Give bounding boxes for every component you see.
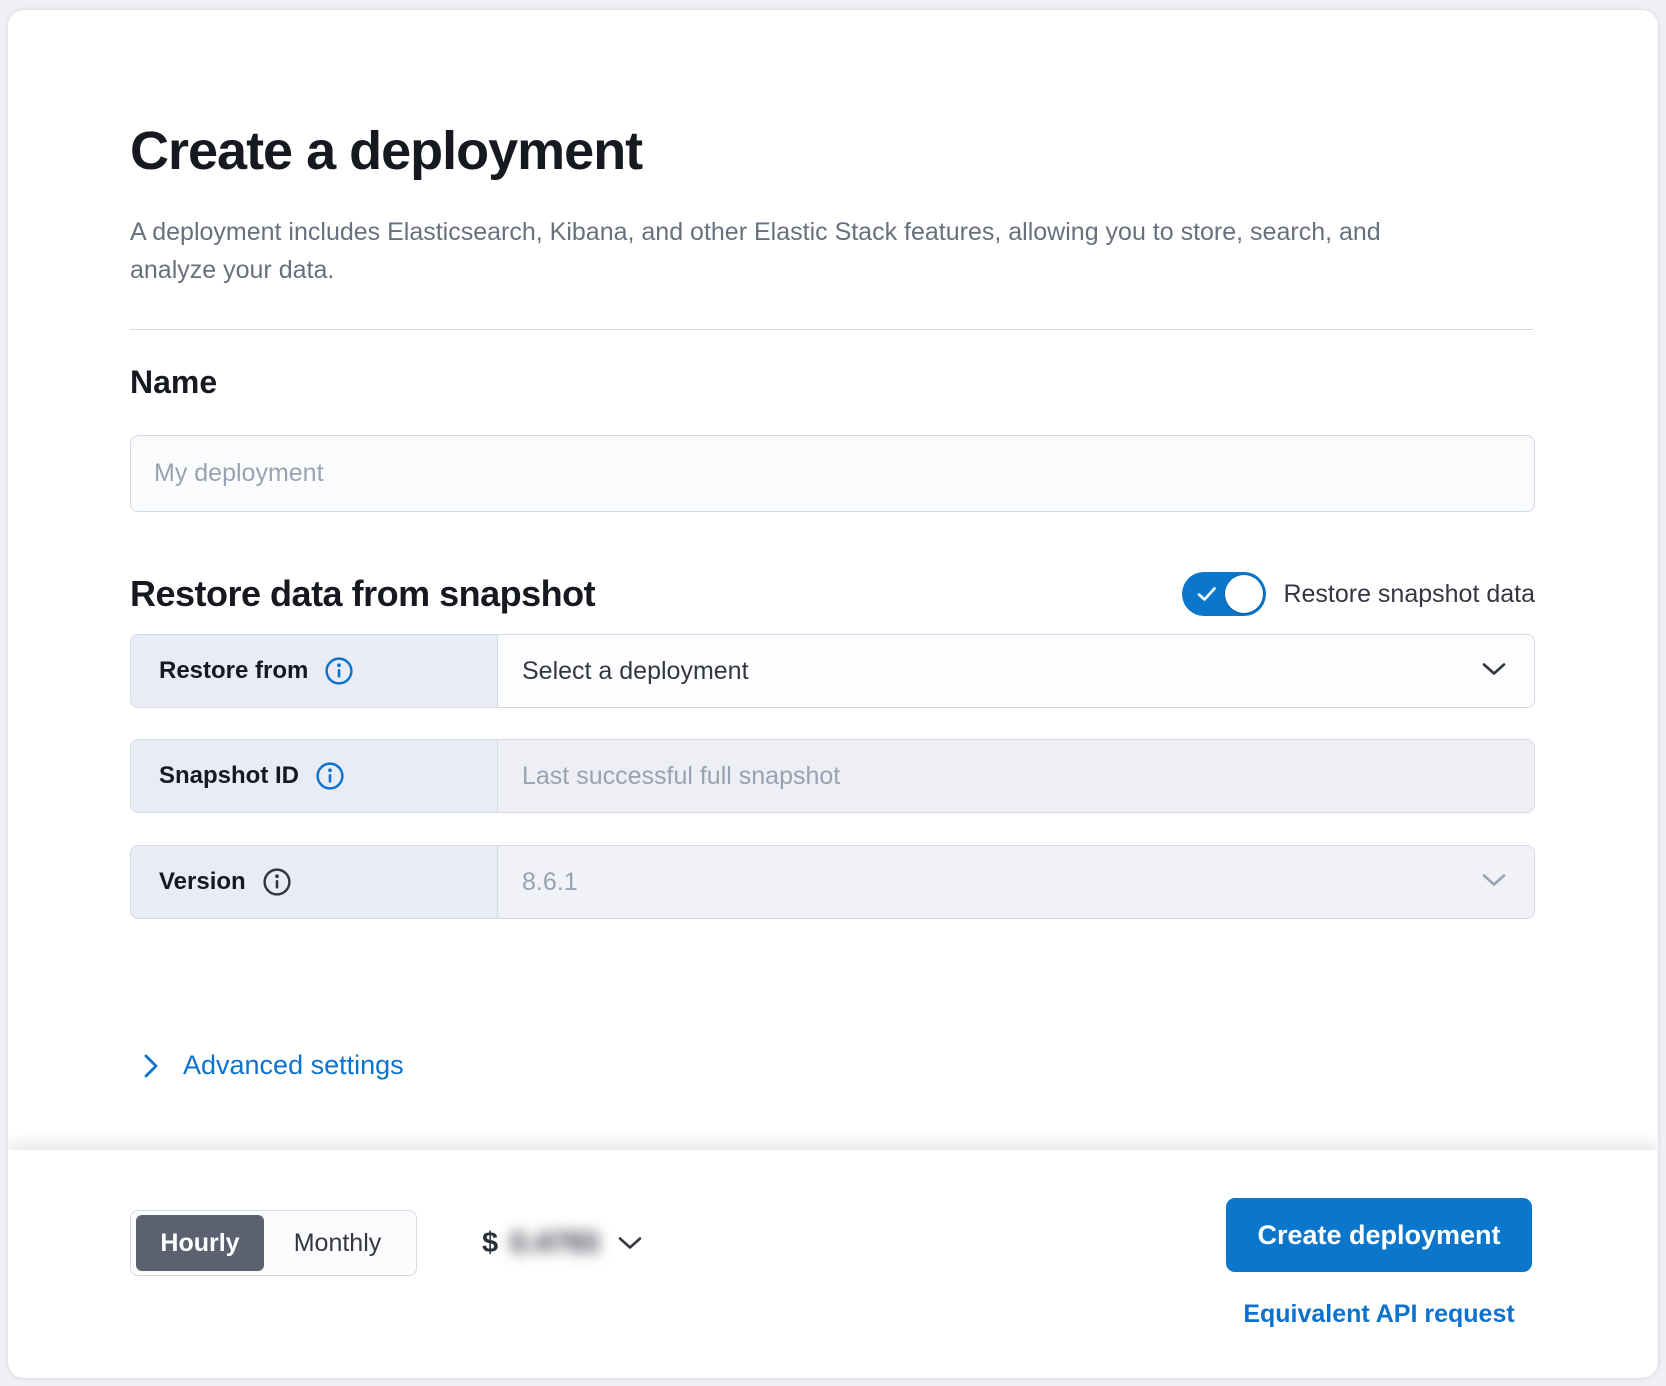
chevron-down-icon [1480,868,1508,897]
restore-snapshot-toggle-group: Restore snapshot data [1182,572,1535,616]
chevron-down-icon [1480,657,1508,686]
snapshot-id-label: Snapshot ID [159,762,300,789]
toggle-knob [1225,575,1264,613]
version-row: Version 8.6.1 [130,845,1535,919]
price-display: $ 0.4793 [482,1210,643,1276]
footer-bar: Hourly Monthly $ 0.4793 Create deploymen… [8,1150,1658,1378]
restore-snapshot-toggle-label: Restore snapshot data [1283,579,1535,608]
header-divider [130,329,1533,330]
checkmark-icon [1198,587,1217,601]
restore-from-label: Restore from [159,657,309,684]
page-subtitle: A deployment includes Elasticsearch, Kib… [130,218,1381,284]
main-card: Create a deployment A deployment include… [8,10,1658,1378]
snapshot-section-heading: Restore data from snapshot [130,573,596,614]
version-label: Version [159,868,246,895]
snapshot-section-header: Restore data from snapshot Restore snaps… [130,562,1535,626]
restore-from-label-cell: Restore from [131,635,497,707]
version-label-cell: Version [131,846,497,918]
info-icon[interactable] [324,656,354,686]
version-select-disabled: 8.6.1 [497,846,1534,918]
advanced-settings-label: Advanced settings [183,1050,404,1080]
create-deployment-button[interactable]: Create deployment [1226,1198,1532,1272]
billing-monthly-button[interactable]: Monthly [293,1228,382,1257]
version-value: 8.6.1 [522,867,578,896]
deployment-name-input[interactable] [130,435,1535,512]
price-currency: $ [482,1226,499,1259]
advanced-settings-link[interactable]: Advanced settings [142,1050,404,1081]
snapshot-id-placeholder: Last successful full snapshot [522,761,841,790]
billing-period-toggle: Hourly Monthly [130,1210,417,1276]
chevron-down-icon[interactable] [617,1235,643,1252]
name-section-heading: Name [130,364,218,400]
snapshot-id-row: Snapshot ID Last successful full snapsho… [130,739,1535,813]
restore-from-select-value: Select a deployment [522,656,749,685]
snapshot-id-label-cell: Snapshot ID [131,740,497,812]
page-title: Create a deployment [130,121,643,181]
restore-from-row: Restore from Select a deployment [130,634,1535,708]
chevron-right-icon [144,1054,158,1077]
info-icon[interactable] [315,761,345,791]
info-icon[interactable] [262,867,292,897]
snapshot-id-input-disabled: Last successful full snapshot [497,740,1534,812]
price-value-blurred: 0.4793 [510,1226,599,1259]
equivalent-api-request-link[interactable]: Equivalent API request [1243,1300,1515,1328]
billing-hourly-button[interactable]: Hourly [136,1215,264,1271]
restore-snapshot-toggle[interactable] [1182,572,1267,616]
restore-from-select[interactable]: Select a deployment [497,635,1534,707]
